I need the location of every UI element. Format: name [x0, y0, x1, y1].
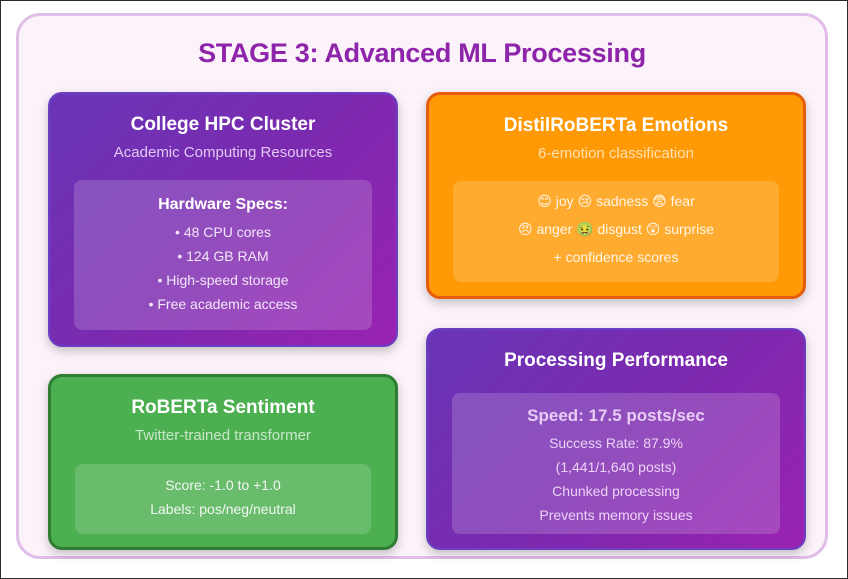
emotion-label: disgust	[597, 221, 642, 237]
hardware-specs-panel: Hardware Specs: • 48 CPU cores • 124 GB …	[74, 180, 372, 330]
card-title: Processing Performance	[504, 350, 728, 371]
performance-panel: Speed: 17.5 posts/sec Success Rate: 87.9…	[452, 393, 780, 534]
spec-item: • 124 GB RAM	[177, 248, 269, 264]
emotion-row: 😊 joy 😢 sadness 😨 fear	[453, 188, 779, 216]
sentiment-score-range: Score: -1.0 to +1.0	[165, 477, 281, 493]
sentiment-card: RoBERTa Sentiment Twitter-trained transf…	[48, 374, 398, 550]
emotion-label: surprise	[664, 221, 715, 237]
performance-note: Prevents memory issues	[539, 507, 693, 523]
spec-item: • Free academic access	[148, 296, 298, 312]
card-subtitle: Academic Computing Resources	[113, 144, 333, 161]
section-title: Hardware Specs:	[158, 196, 288, 213]
sentiment-panel: Score: -1.0 to +1.0 Labels: pos/neg/neut…	[75, 464, 371, 534]
emotions-panel: 😊 joy 😢 sadness 😨 fear 😠 anger 🤢 disgust…	[453, 181, 779, 282]
spec-item: • 48 CPU cores	[175, 224, 271, 240]
emotion-label: anger	[536, 221, 573, 237]
emotion-label: joy	[555, 193, 574, 209]
card-title: RoBERTa Sentiment	[131, 397, 315, 418]
spec-item: • High-speed storage	[157, 272, 289, 288]
success-rate: Success Rate: 87.9%	[549, 435, 683, 451]
angry-face-icon: 😠	[517, 222, 533, 238]
fearful-face-icon: 😨	[652, 194, 667, 210]
nauseated-face-icon: 🤢	[576, 222, 594, 238]
post-counts: (1,441/1,640 posts)	[555, 459, 677, 475]
performance-note: Chunked processing	[552, 483, 680, 499]
card-subtitle: Twitter-trained transformer	[135, 427, 311, 444]
sentiment-labels: Labels: pos/neg/neutral	[150, 501, 296, 517]
speed-metric: Speed: 17.5 posts/sec	[527, 406, 705, 425]
card-subtitle: 6-emotion classification	[538, 145, 694, 162]
emotion-label: fear	[670, 193, 695, 209]
emotion-row: 😠 anger 🤢 disgust 😲 surprise	[453, 216, 779, 244]
emotions-card: DistilRoBERTa Emotions 6-emotion classif…	[426, 92, 806, 299]
emotion-label: sadness	[596, 193, 649, 209]
card-title: DistilRoBERTa Emotions	[503, 115, 729, 136]
crying-face-icon: 😢	[577, 194, 593, 210]
smiling-face-icon: 😊	[537, 194, 552, 210]
confidence-note: + confidence scores	[553, 249, 679, 265]
performance-card: Processing Performance Speed: 17.5 posts…	[426, 328, 806, 550]
stage-title: STAGE 3: Advanced ML Processing	[198, 38, 646, 68]
hpc-cluster-card: College HPC Cluster Academic Computing R…	[48, 92, 398, 347]
astonished-face-icon: 😲	[645, 222, 661, 238]
card-title: College HPC Cluster	[130, 114, 316, 135]
